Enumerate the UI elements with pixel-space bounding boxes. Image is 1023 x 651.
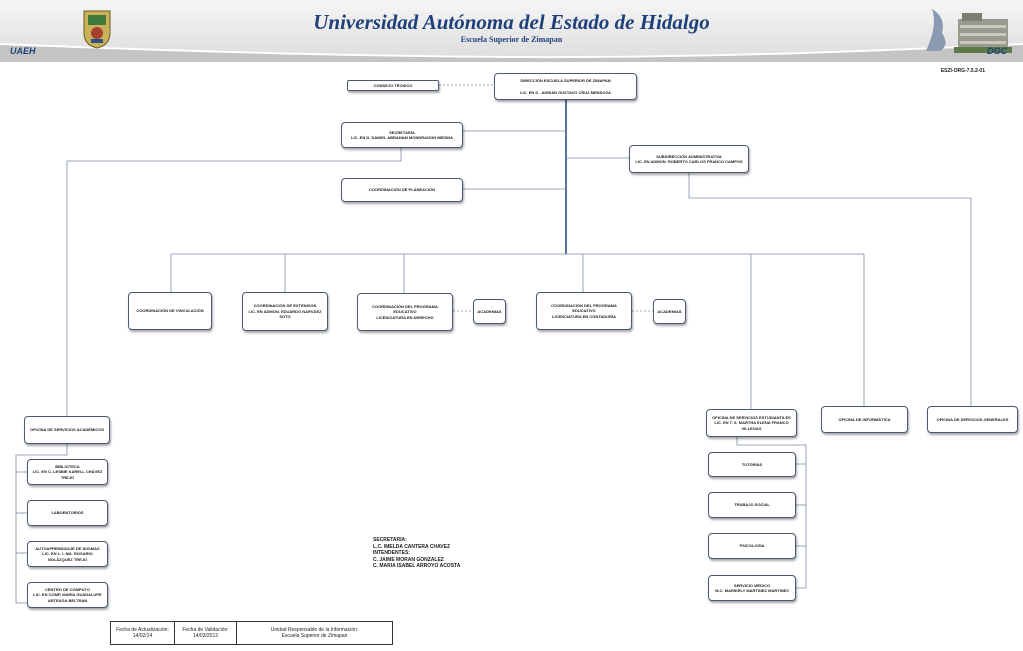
actualizacion-value: 14/02/14 [132,633,153,639]
programa-derecho-line-2: EDUCATIVO [393,309,417,315]
footer-unidad-cell: Unidad Responsable de la Información: Es… [237,622,392,644]
servicios-academicos-box: OFICINA DE SERVICIOS ACADÉMICOS [24,416,110,444]
vinculacion-label: COORDINACIÓN DE VINCULACIÓN [136,308,204,314]
extension-title: COORDINACIÓN DE EXTENSIÓN [253,303,317,309]
laboratorios-label: LABORATORIOS [51,510,84,516]
academias-derecho-label: ACADEMIAS [477,308,502,314]
footer-actualizacion-cell: Fecha de Actualización: 14/02/14 [111,622,175,644]
planeacion-box: COORDINACIÓN DE PLANEACIÓN [341,178,463,202]
academias-contaduria-label: ACADEMIAS [657,308,682,314]
actualizacion-label: Fecha de Actualización: [116,627,169,633]
extension-name-1: LIC. EN ADMON. EDUARDO NARVÁEZ [248,308,322,314]
header-wave [0,43,1023,62]
biblioteca-box: BIBLIOTECA LIC. EN C. LESBIE KARELL CHÁV… [27,459,108,485]
servicios-estudiantiles-name-1: LIC. EN T. S. MARTHA ELENA FRANCO [714,420,789,426]
extension-box: COORDINACIÓN DE EXTENSIÓN LIC. EN ADMON.… [242,292,328,331]
secretaria-title: SECRETARÍA [389,129,415,135]
secretaria-box: SECRETARÍA LIC. EN D. DANIEL ABRAHAM MON… [341,122,463,148]
programa-contaduria-line-3: LICENCIATURA EN CONTADURÍA [552,313,616,319]
computo-title: CENTRO DE CÓMPUTO [44,586,91,592]
idiomas-title: AUTOAPRENDIZAJE DE IDIOMAS [35,545,100,551]
trabajo-social-box: TRABAJO SOCIAL [708,492,796,518]
academias-derecho-box: ACADEMIAS [473,299,506,324]
unidad-label: Unidad Responsable de la Información: [270,627,359,633]
note-line-1: SECRETARIA: [373,537,407,543]
academias-contaduria-box: ACADEMIAS [653,299,686,324]
servicios-estudiantiles-name-2: VILLEGAS [741,425,762,431]
subdireccion-title: SUBDIRECCIÓN ADMINISTRATIVA [656,153,722,159]
university-title: Universidad Autónoma del Estado de Hidal… [313,10,710,34]
dgc-tag: DGC [987,46,1007,56]
school-subtitle: Escuela Superior de Zimapan [460,35,563,44]
programa-contaduria-line-2: EDUCATIVO [572,308,596,314]
servicios-generales-box: OFICINA DE SERVICIOS GENERALES [927,406,1018,433]
computo-name-2: ARTEAGA BELTRAN [47,597,88,603]
laboratorios-box: LABORATORIOS [27,500,108,526]
computo-box: CENTRO DE CÓMPUTO LIC. EN COMP. MARÍA GU… [27,582,108,608]
consejo-tecnico-label: CONSEJO TÉCNICO [373,82,413,88]
note-line-5: C. MARIA ISABEL ARROYO ACOSTA [373,563,461,569]
servicio-medico-title: SERVICIO MÉDICO [733,582,771,588]
idiomas-name-2: NOLÁZQUEZ TREJO [47,556,88,562]
servicios-estudiantiles-title: OFICINA DE SERVICIOS ESTUDIANTILES [712,414,791,420]
staff-note: SECRETARIA: L.C. IMELDA CANTERA CHAVEZ I… [373,537,460,570]
note-line-2: L.C. IMELDA CANTERA CHAVEZ [373,543,451,550]
biblioteca-name-1: LIC. EN C. LESBIE KARELL CHÁVEZ [32,469,103,475]
direccion-name: LIC. EN D . ADRIÁN GUSTAVO CRUZ MENDOZA [520,89,611,95]
footer-validacion-cell: Fecha de Validación: 14/03/2012 [175,622,237,644]
servicios-academicos-label: OFICINA DE SERVICIOS ACADÉMICOS [29,427,105,433]
programa-contaduria-box: COORDINACIÓN DEL PROGRAMA EDUCATIVO LICE… [536,292,632,330]
subdireccion-name: LIC. EN ADMON. ROBERTO CARLOS FRANCO CAM… [635,159,743,164]
programa-contaduria-line-1: COORDINACIÓN DEL PROGRAMA [551,302,617,308]
validacion-label: Fecha de Validación: [182,627,229,633]
planeacion-label: COORDINACIÓN DE PLANEACIÓN [368,187,435,193]
servicio-medico-name: M.C. MARIKELY MARTINEZ MARTINEZ [715,588,789,593]
trabajo-social-label: TRABAJO SOCIAL [734,502,770,508]
biblioteca-name-2: TREJO [60,474,75,480]
uaeh-tag: UAEH [10,46,36,56]
informatica-box: OFICINA DE INFORMÁTICA [821,406,908,433]
secretaria-name: LIC. EN D. DANIEL ABRAHAM MONDRAGON MEDI… [351,135,453,140]
informatica-label: OFICINA DE INFORMÁTICA [838,416,891,422]
document-code: ESZI-ORG-7.5.2-01 [940,68,985,74]
psicologia-label: PSICOLOGÍA [739,543,765,549]
uaeh-seal-icon [83,10,111,49]
programa-derecho-line-1: COORDINACIÓN DEL PROGRAMA [372,303,438,309]
idiomas-box: AUTOAPRENDIZAJE DE IDIOMAS LIC. EN L. I.… [27,541,108,567]
extension-name-2: SOTO [279,314,291,320]
consejo-tecnico-box: CONSEJO TÉCNICO [347,80,439,91]
biblioteca-title: BIBLIOTECA [55,463,80,469]
servicios-estudiantiles-box: OFICINA DE SERVICIOS ESTUDIANTILES LIC. … [706,409,797,437]
programa-derecho-box: COORDINACIÓN DEL PROGRAMA EDUCATIVO LICE… [357,293,453,331]
servicios-generales-label: OFICINA DE SERVICIOS GENERALES [936,416,1009,422]
footer-table: Fecha de Actualización: 14/02/14 Fecha d… [110,621,393,645]
tutorias-label: TUTORÍAS [741,461,763,467]
tutorias-box: TUTORÍAS [708,452,796,477]
psicologia-box: PSICOLOGÍA [708,533,796,559]
subdireccion-box: SUBDIRECCIÓN ADMINISTRATIVA LIC. EN ADMO… [629,145,749,173]
vinculacion-box: COORDINACIÓN DE VINCULACIÓN [128,292,212,330]
idiomas-name-1: LIC. EN L. I. MA. ROSARIO [42,551,93,557]
programa-derecho-line-3: LICENCIATURA EN DERECHO [376,314,434,320]
direccion-title: DIRECCIÓN ESCUELA SUPERIOR DE ZIMAPAN [520,78,611,84]
direccion-box: DIRECCIÓN ESCUELA SUPERIOR DE ZIMAPAN LI… [494,73,637,100]
servicio-medico-box: SERVICIO MÉDICO M.C. MARIKELY MARTINEZ M… [708,575,796,601]
validacion-value: 14/03/2012 [192,633,219,639]
computo-name-1: LIC. EN COMP. MARÍA GUADALUPE [33,592,102,598]
unidad-value: Escuela Superior de Zimapan [281,633,348,639]
campus-building-icon [926,9,1012,53]
note-line-3: INTENDENTES: [373,550,410,556]
note-line-4: C. JAIME MORAN GONZALEZ [373,556,444,563]
header-banner: Universidad Autónoma del Estado de Hidal… [0,0,1023,62]
